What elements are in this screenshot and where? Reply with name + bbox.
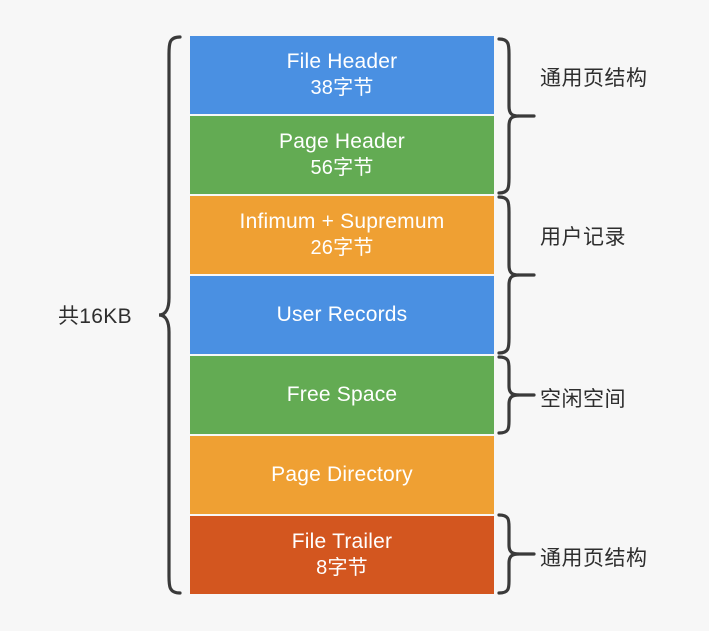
group-brace-common-page-structure-top bbox=[497, 37, 536, 195]
block-user-records: User Records bbox=[190, 276, 494, 356]
block-page-header: Page Header 56字节 bbox=[190, 116, 494, 196]
group-label-free-space: 空闲空间 bbox=[540, 388, 626, 411]
group-brace-user-records bbox=[497, 195, 536, 355]
group-brace-free-space bbox=[497, 355, 536, 435]
block-subtitle: 26字节 bbox=[310, 236, 374, 259]
block-file-trailer: File Trailer 8字节 bbox=[190, 516, 494, 594]
group-label-common-page-structure-bottom: 通用页结构 bbox=[540, 547, 648, 570]
total-brace bbox=[158, 35, 182, 595]
block-title: User Records bbox=[276, 302, 408, 326]
block-title: File Trailer bbox=[291, 530, 393, 554]
group-label-common-page-structure-top: 通用页结构 bbox=[540, 67, 648, 90]
block-subtitle: 8字节 bbox=[316, 556, 368, 579]
block-page-directory: Page Directory bbox=[190, 436, 494, 516]
block-infimum-supremum: Infimum + Supremum 26字节 bbox=[190, 196, 494, 276]
total-size-label: 共16KB bbox=[58, 305, 132, 328]
block-title: Page Directory bbox=[271, 462, 413, 486]
block-title: Page Header bbox=[279, 130, 405, 154]
block-free-space: Free Space bbox=[190, 356, 494, 436]
block-title: File Header bbox=[286, 50, 398, 74]
page-block-stack: File Header 38字节 Page Header 56字节 Infimu… bbox=[190, 36, 494, 594]
group-label-user-records: 用户记录 bbox=[540, 226, 626, 249]
block-title: Infimum + Supremum bbox=[239, 210, 445, 234]
block-subtitle: 56字节 bbox=[310, 156, 374, 179]
block-subtitle: 38字节 bbox=[310, 76, 374, 99]
block-title: Free Space bbox=[286, 382, 398, 406]
block-file-header: File Header 38字节 bbox=[190, 36, 494, 116]
group-brace-common-page-structure-bottom bbox=[497, 513, 536, 595]
